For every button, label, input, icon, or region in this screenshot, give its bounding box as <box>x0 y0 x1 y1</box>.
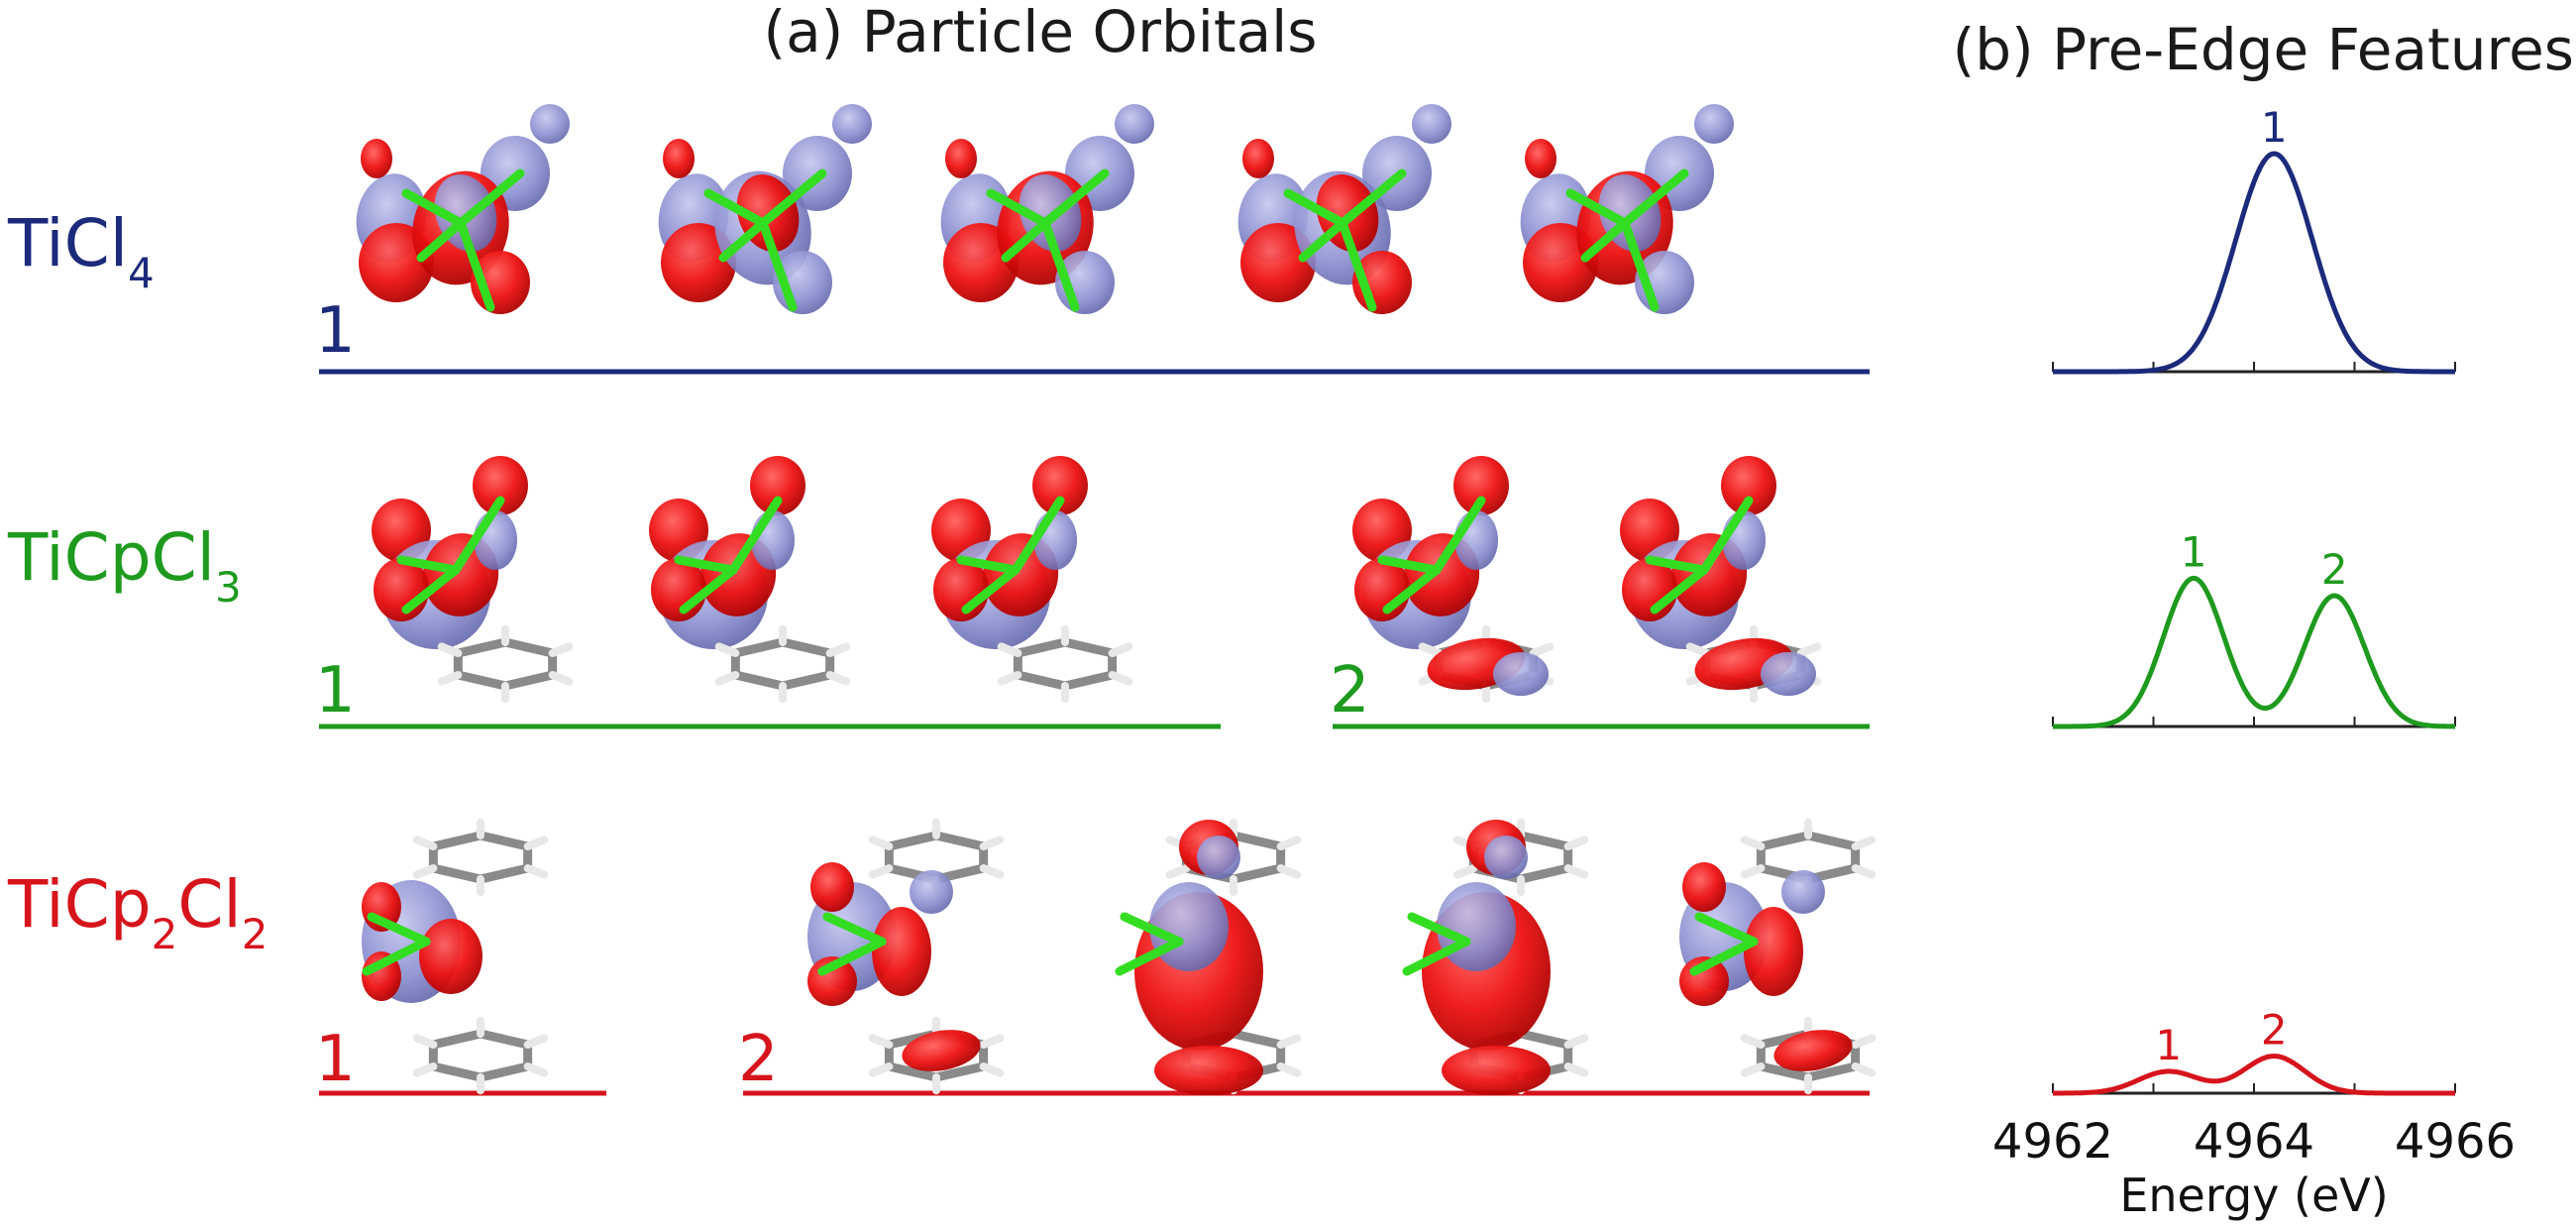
TiCp2Cl2-spectrum-line <box>2053 1054 2455 1096</box>
TiCpCl3-peak-label-1: 1 <box>2181 527 2207 576</box>
ticl4-orbital-2 <box>658 104 872 314</box>
label-ticp2cl2: TiCp2Cl2 <box>7 866 268 958</box>
x-tick-4966: 4966 <box>2395 1114 2516 1170</box>
x-tick-4962: 4962 <box>1992 1114 2113 1170</box>
ticpcl3-group-1-number: 1 <box>315 654 356 727</box>
ticl4-orbital-5 <box>1520 104 1734 314</box>
ticl4-orbital-1 <box>356 104 570 314</box>
TiCp2Cl2-peak-label-2: 2 <box>2261 1006 2288 1055</box>
panel-b-title: (b) Pre-Edge Features <box>1953 16 2574 83</box>
ticpcl3-orbital-1 <box>372 456 574 704</box>
ticl4-orbital-3 <box>940 104 1154 314</box>
ticp2cl2-orbital-4 <box>1402 818 1589 1095</box>
pre-edge-spectra: 1 1 2 1 2 <box>2052 103 2456 1096</box>
x-axis-title: Energy (eV) <box>2119 1169 2388 1222</box>
TiCl4-spectrum-line <box>2053 151 2455 375</box>
ticp2cl2-orbital-5 <box>1679 818 1877 1095</box>
ticpcl3-orbital-3 <box>931 456 1133 704</box>
panel-a-title: (a) Particle Orbitals <box>763 0 1317 65</box>
ticp2cl2-orbital-1 <box>362 818 549 1095</box>
ticp2cl2-group-1-number: 1 <box>315 1023 356 1096</box>
ticpcl3-orbital-5 <box>1620 456 1822 704</box>
TiCl4-peak-label-1: 1 <box>2261 103 2288 152</box>
TiCp2Cl2-peak-label-1: 1 <box>2155 1021 2182 1069</box>
ticpcl3-orbital-2 <box>649 456 851 704</box>
TiCpCl3-spectrum-line <box>2053 575 2456 729</box>
ticpcl3-orbital-4 <box>1352 456 1555 704</box>
orbital-images <box>356 104 1877 1095</box>
ticpcl3-group-2-number: 2 <box>1330 654 1370 727</box>
ticp2cl2-orbital-3 <box>1115 818 1302 1095</box>
ticp2cl2-group-2-number: 2 <box>738 1023 779 1096</box>
ticl4-orbital-4 <box>1237 104 1451 314</box>
ticl4-group-1-number: 1 <box>315 294 356 368</box>
x-tick-4964: 4964 <box>2194 1114 2314 1170</box>
label-ticl4: TiCl4 <box>7 205 155 297</box>
label-ticpcl3: TiCpCl3 <box>7 519 242 612</box>
TiCpCl3-peak-label-2: 2 <box>2321 545 2348 594</box>
ticp2cl2-orbital-2 <box>807 818 1005 1095</box>
